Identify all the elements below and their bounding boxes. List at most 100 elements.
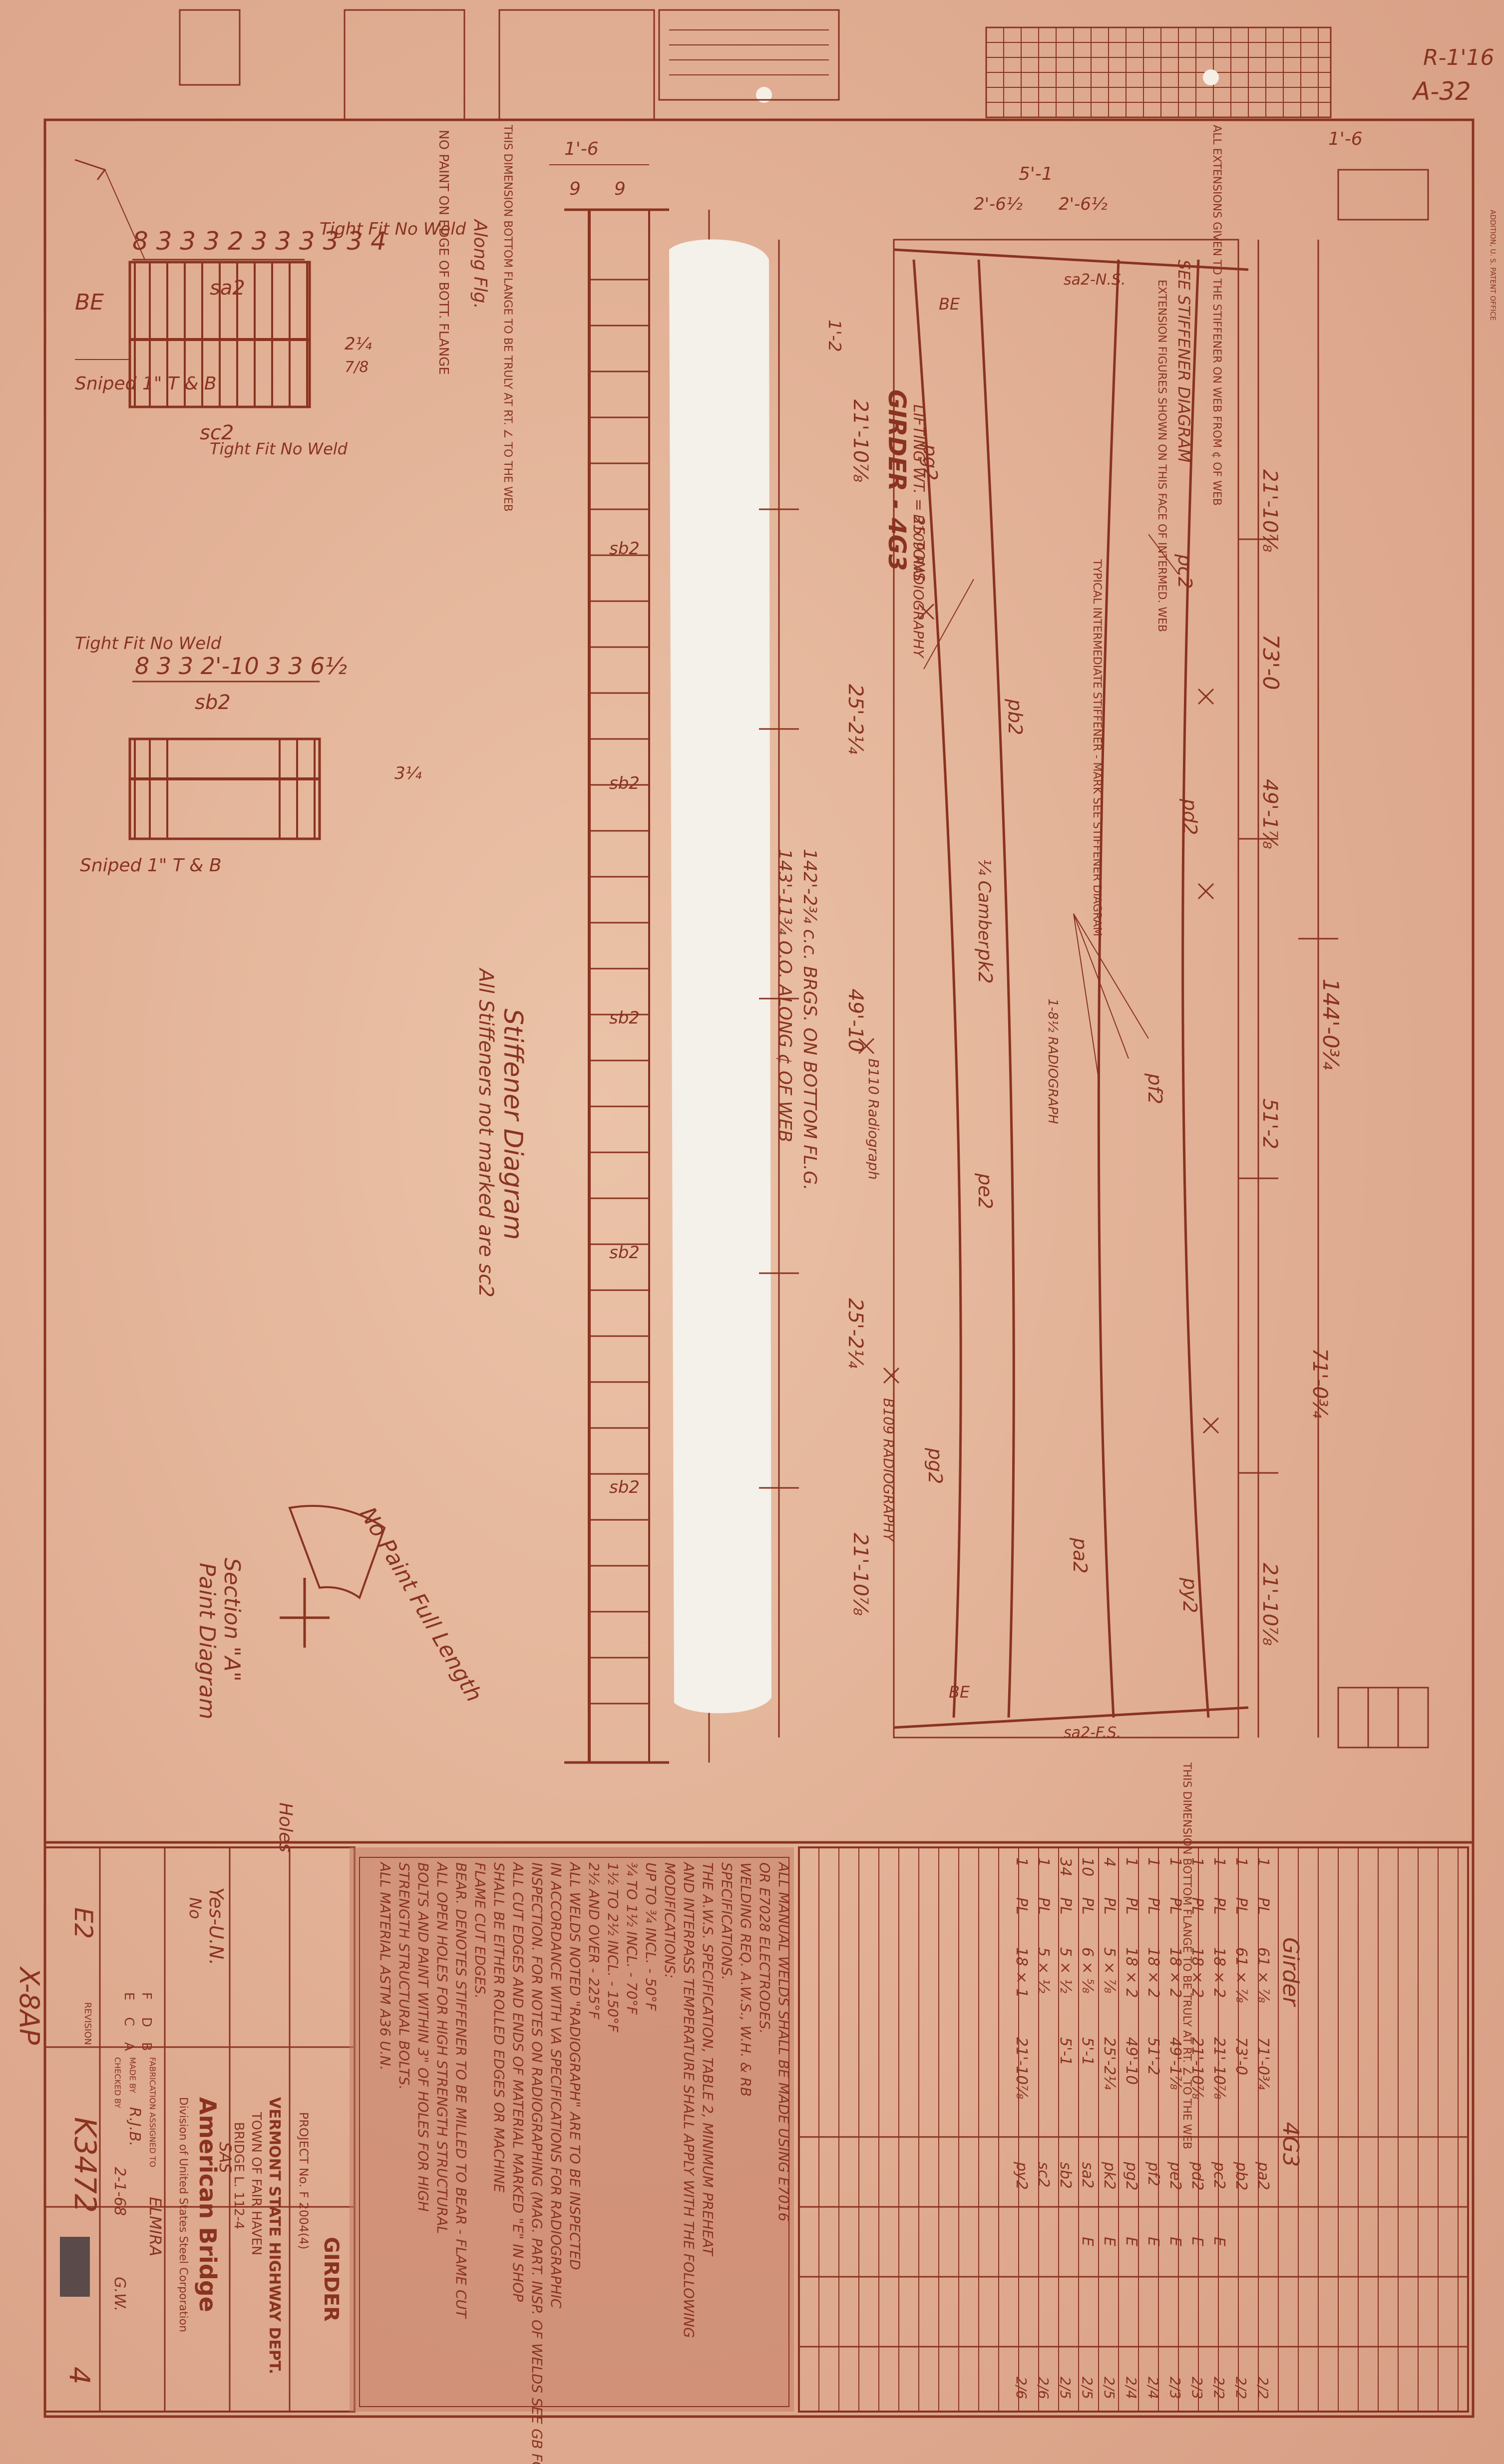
- company-sub: Division of United States Steel Corporat…: [177, 2097, 189, 2332]
- bill-cell: PL: [1057, 1897, 1074, 1915]
- mark-py2: py2: [1179, 1577, 1201, 1613]
- bill-cell: 51'-2: [1144, 2037, 1162, 2075]
- note-line: SHALL BE EITHER ROLLED EDGES OR MACHINE: [491, 1862, 507, 2193]
- drawing-number: K3472: [67, 2117, 102, 2213]
- svg-text:F: F: [139, 1992, 154, 2000]
- bill-cell: PL: [1232, 1897, 1250, 1915]
- end-mark-fs: sa2-F.S.: [1064, 1724, 1121, 1742]
- mid-detail-tight-fit: Tight Fit No Weld: [75, 634, 222, 654]
- note-line: ALL CUT EDGES AND ENDS OF MATERIAL MARKE…: [510, 1861, 526, 2302]
- bill-date: 2/4: [1145, 2377, 1161, 2399]
- note-line: IN ACCORDANCE WITH VA SPECIFICATIONS FOR…: [548, 1862, 564, 2309]
- mid-detail-spacing: 8 3 3 2'-10 3 3 6½: [135, 653, 347, 680]
- stiffener-ticks: [589, 279, 649, 1705]
- bill-cell: 18 × 1: [1013, 1947, 1030, 1998]
- top-detail-tight-fit-2: Tight Fit No Weld: [210, 439, 348, 458]
- bill-cell: PL: [1254, 1897, 1272, 1915]
- top-schedule-grid: [985, 26, 1332, 118]
- note-line: BEAR. DENOTES STIFFENER TO BE MILLED TO …: [453, 1862, 469, 2319]
- bill-cell: E: [1123, 2237, 1140, 2246]
- project-no: PROJECT No. F 2004(4): [297, 2112, 311, 2249]
- bill-cell: 49'-10: [1123, 2037, 1140, 2085]
- mark-pd2: pd2: [1179, 798, 1201, 835]
- bill-cell: 73'-0: [1232, 2037, 1250, 2075]
- bill-cell: E: [1144, 2237, 1162, 2246]
- mark-pk2: pk2: [974, 948, 996, 984]
- girder-elevation: 144'-0¾ 73'-0 49'-1⅞ 51'-2 71'-0¾ 21'-10…: [501, 124, 1363, 2149]
- end-mark-ns: sa2-N.S.: [1064, 271, 1126, 289]
- end-mark-be: BE: [939, 295, 960, 314]
- shop-label: FABRICATION ASSIGNED TO: [148, 2057, 157, 2167]
- note-line: MODIFICATIONS:: [662, 1862, 678, 1979]
- top-detail-mark: sa2: [210, 277, 245, 300]
- dim-end-left-2: 21'-10⅞: [1258, 469, 1281, 552]
- note-line: THE A.W.S. SPECIFICATION, TABLE 2, MINIM…: [700, 1862, 716, 2256]
- top-mark-2: A-32: [1412, 77, 1471, 106]
- bill-header-mark: 4G3: [1278, 2122, 1303, 2167]
- bill-cell: 18 × 2: [1144, 1947, 1162, 1998]
- bill-date: 2/5: [1079, 2377, 1096, 2399]
- bill-cell: E: [1101, 2237, 1118, 2246]
- dim-top-a: 2'-6½: [974, 194, 1023, 214]
- company-name: American Bridge: [194, 2097, 221, 2312]
- bill-header-title: Girder: [1278, 1937, 1303, 2007]
- top-mark-1: R-1'16: [1423, 45, 1495, 70]
- bill-date: 2/5: [1057, 2377, 1074, 2399]
- top-detail-tight-fit: Tight Fit No Weld: [320, 219, 466, 239]
- radiograph-3: B110 Radiograph: [865, 1058, 882, 1180]
- revision-letters: A B C D E F: [121, 1992, 154, 2051]
- span: SAS: [216, 2142, 235, 2173]
- dim-inner-left: 25'-2¼: [844, 684, 867, 754]
- extension-sub: EXTENSION FIGURES SHOWN ON THIS FACE OF …: [1155, 280, 1168, 632]
- bill-cell: sa2: [1079, 2162, 1096, 2188]
- dim-top-overall: 5'-1: [1019, 164, 1053, 184]
- checked-label: CHECKED BY: [113, 2057, 122, 2109]
- notes-stamp: [350, 1847, 794, 2412]
- paint-title: Paint Diagram: [194, 1563, 220, 1720]
- made-by: R.J.B.: [126, 2107, 143, 2146]
- bill-cell: 21'-10⅞: [1210, 2037, 1228, 2100]
- bill-cell: 5'-1: [1079, 2037, 1096, 2066]
- bill-cell: pc2: [1210, 2161, 1228, 2189]
- bill-cell: 5 × ⅞: [1101, 1947, 1118, 1993]
- svg-text:A: A: [121, 2042, 136, 2051]
- note-line: UP TO ¾ INCL. - 50°F: [643, 1862, 659, 2011]
- bill-date: 2/2: [1233, 2377, 1249, 2399]
- bill-cell: PL: [1101, 1897, 1118, 1915]
- radiograph-2: B109 RADIOGRAPHY: [880, 1398, 897, 1542]
- dim-middle: 51'-2: [1258, 1098, 1281, 1149]
- bill-cell: 6 × ⅝: [1079, 1947, 1096, 1993]
- bill-cell: 71'-0¾: [1254, 2037, 1272, 2090]
- top-detail: 8 3 3 3 2 3 3 3 3 3 4 BE Tight Fit No We…: [74, 159, 466, 458]
- mark-pe2: pe2: [974, 1173, 996, 1209]
- sheet-tab: [60, 2237, 90, 2297]
- bill-cell: 18 × 2: [1166, 1947, 1184, 1998]
- bill-cell: PL: [1144, 1897, 1162, 1915]
- note-line: FLAME CUT EDGES.: [472, 1862, 488, 1999]
- stiffener-subtitle: All Stiffeners not marked are sc2: [474, 967, 497, 1298]
- dim-right-segment: 71'-0¾: [1308, 1348, 1331, 1418]
- note-line: ¾ TO 1½ INCL. - 70°F: [624, 1862, 640, 2015]
- bill-cell: 5'-1: [1057, 2037, 1074, 2066]
- mark-pb2: pb2: [1004, 699, 1026, 735]
- paint-note: No Paint Full Length: [355, 1503, 487, 1706]
- sheet-number: 4: [63, 2367, 95, 2385]
- bill-cell: 1: [1210, 1857, 1228, 1867]
- bill-cell: PL: [1210, 1897, 1228, 1915]
- bill-cell: sc2: [1035, 2162, 1052, 2187]
- bill-cell: 1: [1188, 1857, 1206, 1867]
- bill-cell: 1: [1013, 1857, 1030, 1867]
- bill-cell: py2: [1013, 2161, 1030, 2190]
- top-detail-spacing: 8 3 3 3 2 3 3 3 3 3 4: [132, 227, 386, 256]
- holes-yes: Yes-U.N.: [205, 1887, 227, 1965]
- stiffener-along-flg: Along Flg.: [470, 219, 490, 309]
- bill-cell: E: [1188, 2237, 1206, 2246]
- bill-cell: pg2: [1123, 2161, 1140, 2190]
- dim-top-b: 2'-6½: [1059, 194, 1108, 214]
- bill-cell: 34: [1057, 1857, 1074, 1876]
- paint-section-label: Section "A": [219, 1558, 245, 1682]
- bill-date: 2/6: [1013, 2377, 1030, 2399]
- bill-cell: 5 × ½: [1035, 1947, 1052, 1993]
- sb2-label: sb2: [609, 773, 640, 793]
